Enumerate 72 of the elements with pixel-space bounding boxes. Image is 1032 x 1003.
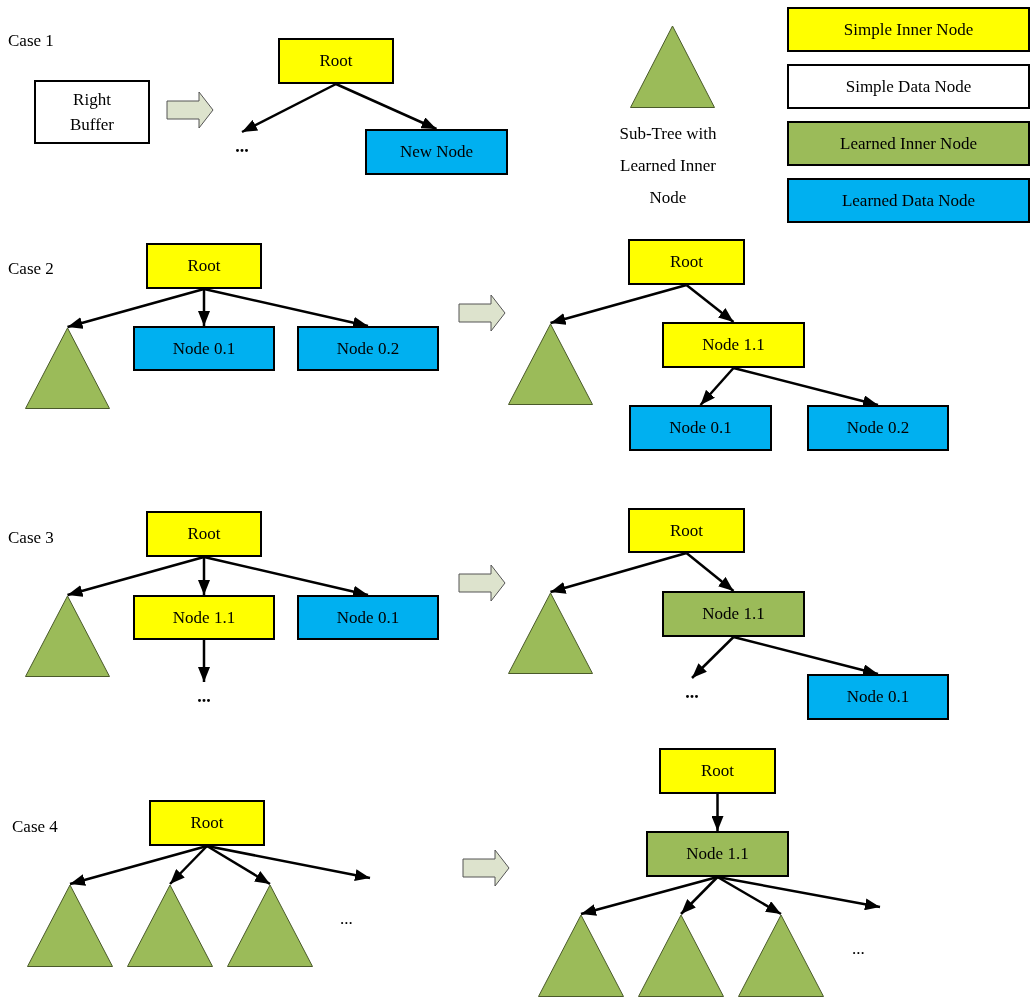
block-arrow bbox=[458, 564, 506, 602]
inner-node-box: Root bbox=[146, 243, 262, 289]
inner-node-box: Root bbox=[149, 800, 265, 846]
inner-node-box: Node 1.1 bbox=[133, 595, 275, 640]
inner-node-box: Root bbox=[659, 748, 776, 794]
block-arrow bbox=[166, 91, 214, 129]
legend-swatch: Simple Inner Node bbox=[787, 7, 1030, 52]
legend-text: Sub-Tree with Learned Inner Node bbox=[618, 123, 718, 209]
inner-node-box: Root bbox=[146, 511, 262, 557]
arrow bbox=[685, 284, 735, 323]
legend-swatch: Learned Data Node bbox=[787, 178, 1030, 223]
subtree-triangle bbox=[538, 914, 624, 997]
data-node-box: New Node bbox=[365, 129, 508, 175]
legend-swatch: Simple Data Node bbox=[787, 64, 1030, 109]
arrow bbox=[733, 366, 879, 408]
ellipsis-text: ... bbox=[226, 132, 258, 160]
ellipsis-text: ... bbox=[676, 678, 708, 706]
subtree-triangle bbox=[227, 884, 313, 967]
arrow bbox=[550, 283, 687, 325]
data-node-box: Node 0.1 bbox=[133, 326, 275, 371]
arrow bbox=[203, 287, 369, 329]
arrow bbox=[550, 551, 687, 594]
learned-inner-node-box: Node 1.1 bbox=[662, 591, 805, 637]
data-node-box: Node 0.1 bbox=[297, 595, 439, 640]
legend-swatch: Learned Inner Node bbox=[787, 121, 1030, 166]
inner-node-box: Root bbox=[628, 239, 745, 285]
arrow bbox=[67, 287, 205, 329]
arrow bbox=[699, 367, 735, 406]
data-node-box: Node 0.1 bbox=[629, 405, 772, 451]
arrow bbox=[198, 640, 210, 682]
data-node-box: Node 0.2 bbox=[807, 405, 949, 451]
arrow bbox=[733, 635, 879, 677]
case-label: ... bbox=[852, 938, 865, 960]
arrow bbox=[67, 555, 205, 597]
arrow bbox=[691, 636, 735, 679]
buffer-box: Right Buffer bbox=[34, 80, 150, 144]
arrow bbox=[206, 844, 271, 886]
inner-node-box: Root bbox=[278, 38, 394, 84]
arrow bbox=[685, 552, 735, 592]
case-label: Case 4 bbox=[12, 816, 58, 838]
case-label: ... bbox=[340, 908, 353, 930]
inner-node-box: Root bbox=[628, 508, 745, 553]
subtree-triangle bbox=[25, 327, 110, 409]
arrow bbox=[198, 289, 210, 326]
case-label: Case 1 bbox=[8, 30, 54, 52]
arrow bbox=[580, 875, 718, 916]
arrow bbox=[198, 557, 210, 595]
subtree-triangle bbox=[638, 914, 724, 997]
learned-inner-node-box: Node 1.1 bbox=[646, 831, 789, 877]
case-label: Case 2 bbox=[8, 258, 54, 280]
arrow bbox=[711, 794, 724, 831]
data-node-box: Node 0.1 bbox=[807, 674, 949, 720]
case-label: Case 3 bbox=[8, 527, 54, 549]
subtree-triangle bbox=[738, 914, 824, 997]
subtree-triangle bbox=[25, 595, 110, 677]
ellipsis-text: ... bbox=[188, 682, 220, 710]
subtree-triangle bbox=[508, 323, 593, 405]
block-arrow bbox=[458, 294, 506, 332]
arrow bbox=[680, 876, 719, 915]
arrow bbox=[206, 844, 371, 881]
arrow bbox=[69, 844, 208, 886]
arrow bbox=[716, 875, 782, 916]
data-node-box: Node 0.2 bbox=[297, 326, 439, 371]
arrow bbox=[335, 82, 437, 131]
arrow bbox=[241, 82, 337, 134]
arrow bbox=[203, 555, 369, 598]
subtree-triangle bbox=[27, 884, 113, 967]
subtree-triangle bbox=[508, 592, 593, 674]
arrow bbox=[169, 845, 208, 885]
inner-node-box: Node 1.1 bbox=[662, 322, 805, 368]
arrow bbox=[717, 875, 881, 911]
subtree-triangle bbox=[127, 884, 213, 967]
